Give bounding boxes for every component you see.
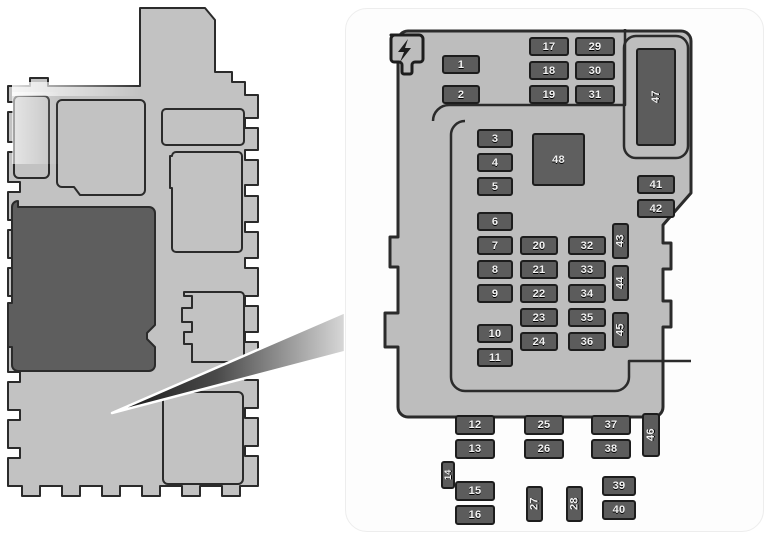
fuse-10[interactable]: 10: [477, 324, 513, 343]
fuse-6[interactable]: 6: [477, 212, 513, 231]
fuse-32[interactable]: 32: [568, 236, 606, 255]
housing-slot-right-top: [161, 108, 245, 146]
fuse-39[interactable]: 39: [602, 476, 636, 496]
fuse-9[interactable]: 9: [477, 284, 513, 303]
fuse-11[interactable]: 11: [477, 348, 513, 367]
fuse-2[interactable]: 2: [442, 85, 480, 104]
fuse-42[interactable]: 42: [637, 199, 675, 218]
fuse-21[interactable]: 21: [520, 260, 558, 279]
fuse-7[interactable]: 7: [477, 236, 513, 255]
fuse-41[interactable]: 41: [637, 175, 675, 194]
fuse-12[interactable]: 12: [455, 415, 495, 435]
fuse-29[interactable]: 29: [575, 37, 615, 56]
fuse-22[interactable]: 22: [520, 284, 558, 303]
fuse-1[interactable]: 1: [442, 55, 480, 74]
fuse-43[interactable]: 43: [612, 223, 629, 259]
fuse-40[interactable]: 40: [602, 500, 636, 520]
fuse-17[interactable]: 17: [529, 37, 569, 56]
fuse-8[interactable]: 8: [477, 260, 513, 279]
housing-slot-right-tall: [169, 151, 243, 253]
fuse-23[interactable]: 23: [520, 308, 558, 327]
fuse-48[interactable]: 48: [532, 133, 585, 186]
fuse-34[interactable]: 34: [568, 284, 606, 303]
fuse-31[interactable]: 31: [575, 85, 615, 104]
fuse-box-housing-illustration: [7, 7, 259, 497]
housing-slot-right-lower: [162, 391, 244, 485]
fuse-26[interactable]: 26: [524, 439, 564, 459]
board-upper-section-divider: [431, 29, 627, 122]
fuse-33[interactable]: 33: [568, 260, 606, 279]
fuse-4[interactable]: 4: [477, 153, 513, 172]
fuse-27[interactable]: 27: [526, 486, 543, 522]
fuse-25[interactable]: 25: [524, 415, 564, 435]
fuse-19[interactable]: 19: [529, 85, 569, 104]
fuse-37[interactable]: 37: [591, 415, 631, 435]
fuse-36[interactable]: 36: [568, 332, 606, 351]
fuse-44[interactable]: 44: [612, 265, 629, 301]
fuse-16[interactable]: 16: [455, 505, 495, 525]
callout-wedge: [110, 310, 347, 415]
fuse-18[interactable]: 18: [529, 61, 569, 80]
fuse-35[interactable]: 35: [568, 308, 606, 327]
fuse-3[interactable]: 3: [477, 129, 513, 148]
fuse-38[interactable]: 38: [591, 439, 631, 459]
fuse-45[interactable]: 45: [612, 312, 629, 348]
fuse-20[interactable]: 20: [520, 236, 558, 255]
fuse-24[interactable]: 24: [520, 332, 558, 351]
board-inner-enclosure: [449, 119, 691, 393]
fuse-28[interactable]: 28: [566, 486, 583, 522]
scan-highlight-artifact-2: [12, 92, 60, 164]
relay-47-enclosure: [622, 34, 690, 160]
fuse-30[interactable]: 30: [575, 61, 615, 80]
fuse-13[interactable]: 13: [455, 439, 495, 459]
fuse-14[interactable]: 14: [441, 461, 455, 489]
fuse-47[interactable]: 47: [636, 48, 676, 146]
high-current-bolt-icon: [389, 33, 425, 76]
fuse-15[interactable]: 15: [455, 481, 495, 501]
fuse-5[interactable]: 5: [477, 177, 513, 196]
fuse-46[interactable]: 46: [642, 413, 660, 457]
housing-cover-lid: [7, 200, 156, 372]
magnifier-callout-pointer: [110, 310, 347, 415]
